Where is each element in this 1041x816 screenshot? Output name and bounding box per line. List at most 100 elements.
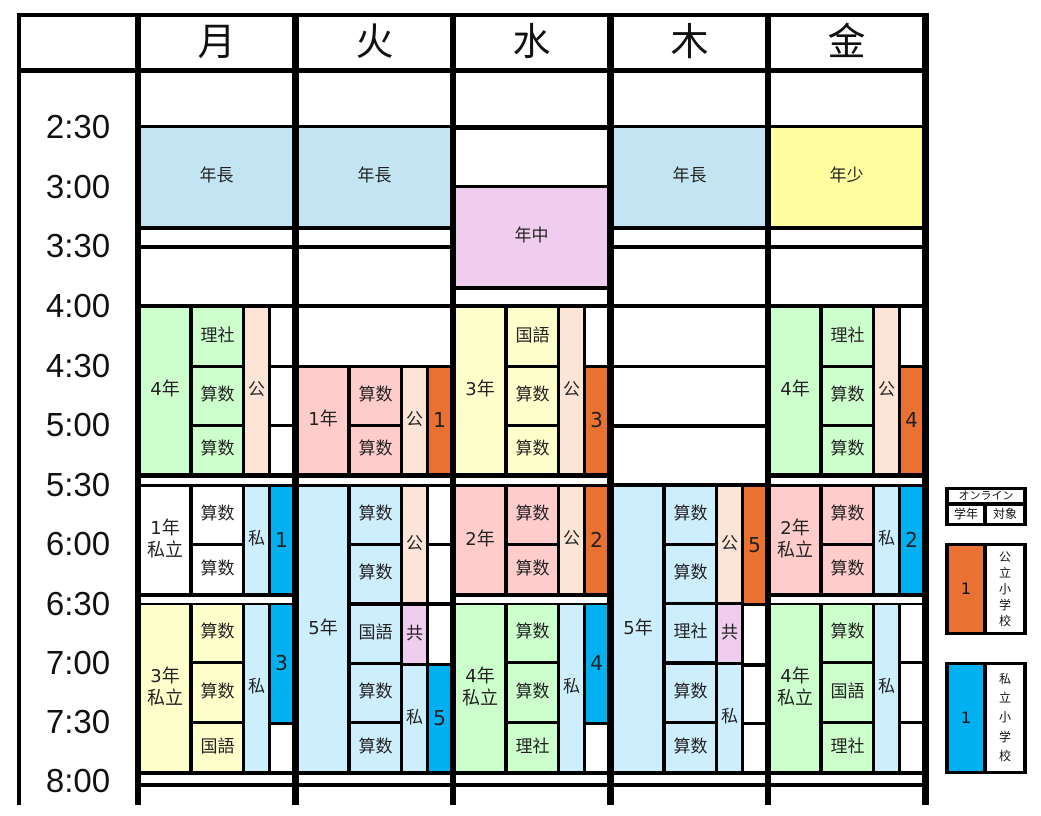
time-label: 6:30 [45,585,111,622]
school-type-shared: 共 [403,606,426,663]
empty-slot [141,230,292,245]
grade-label: 5年 [614,487,662,771]
legend-public-sample: 1 [949,546,983,632]
subject-cell: 算数 [666,546,715,602]
subject-cell: 算数 [351,427,400,473]
empty-slot [614,775,765,783]
online-empty [901,724,922,771]
kindergarten-class: 年長 [141,128,292,226]
empty-slot [299,775,450,783]
subject-cell: 算数 [351,368,400,424]
subject-cell: 算数 [823,605,872,661]
school-type-private: 私 [245,487,268,593]
time-label: 5:30 [45,466,111,503]
subject-cell: 算数 [193,487,242,543]
break-row [299,478,450,484]
school-type-public: 公 [560,487,583,593]
subject-cell: 算数 [823,546,872,593]
online-empty [744,667,765,722]
empty-slot [614,787,765,805]
grade-label: 4年 [141,308,189,473]
online-empty [271,725,292,771]
day-header: 金 [771,17,922,68]
online-empty [901,605,922,661]
empty-slot [771,249,922,304]
empty-slot [456,775,607,783]
grade-label: 1年 私立 [141,487,189,593]
school-type-shared: 共 [718,605,741,662]
empty-slot [141,775,292,783]
empty-slot [614,428,765,483]
subject-cell: 算数 [193,368,242,424]
break-row [141,597,292,603]
online-public-grade: 1 [429,368,450,473]
empty-slot [771,230,922,245]
online-private-grade: 3 [271,605,292,722]
grade-label: 3年 私立 [141,605,189,771]
grade-label: 4年 [771,308,819,473]
school-type-public: 公 [403,487,426,602]
school-type-private: 私 [875,487,898,593]
time-label: 3:30 [45,227,111,264]
subject-cell: 理社 [508,724,557,771]
empty-slot [771,775,922,783]
online-empty [271,368,292,424]
online-empty [271,308,292,365]
time-label: 5:00 [45,406,111,443]
legend-public-school: 1 公 立 小 学 校 [945,543,1027,635]
grade-label: 2年 [456,487,504,593]
online-private-grade: 2 [901,487,922,593]
empty-slot [141,787,292,805]
time-label: 4:00 [45,287,111,324]
subject-cell: 算数 [508,427,557,473]
subject-cell: 算数 [508,368,557,424]
time-label: 7:30 [45,703,111,740]
school-type-public: 公 [875,308,898,473]
subject-cell: 理社 [193,308,242,365]
legend-online-label: オンライン [949,489,1023,502]
legend-target-label: 対象 [987,506,1023,523]
kindergarten-class: 年中 [456,188,607,286]
subject-cell: 理社 [823,308,872,365]
empty-slot [299,73,450,125]
empty-slot [456,130,607,185]
empty-slot [299,308,450,365]
subject-cell: 算数 [351,665,400,721]
subject-cell: 算数 [193,664,242,721]
empty-slot [299,249,450,304]
empty-slot [456,73,607,125]
empty-slot [771,73,922,125]
online-empty [429,546,450,602]
school-type-private: 私 [245,605,268,771]
subject-cell: 算数 [666,487,715,543]
subject-cell: 算数 [823,487,872,543]
grade-label: 5年 [299,487,347,771]
empty-slot [299,787,450,805]
online-empty [586,725,607,771]
online-empty [271,427,292,473]
legend-private-school: 1 私 立 小 学 校 [945,662,1027,774]
legend-grade-label: 学年 [949,506,983,523]
online-public-grade: 5 [744,487,765,603]
school-type-private: 私 [718,665,741,771]
online-private-grade: 4 [586,605,607,722]
time-label: 4:30 [45,347,111,384]
day-header: 木 [614,17,765,68]
break-row [141,478,292,484]
school-type-public: 公 [560,308,583,473]
day-header: 水 [456,17,607,68]
time-label: 8:00 [45,762,111,799]
online-empty [901,308,922,365]
subject-cell: 算数 [351,487,400,543]
legend-key: オンライン 学年 対象 [945,487,1027,526]
subject-cell: 算数 [193,427,242,473]
legend-private-sample: 1 [949,665,983,771]
subject-cell: 算数 [508,487,557,543]
kindergarten-class: 年長 [299,128,450,226]
online-empty [429,487,450,543]
break-row [771,478,922,484]
break-row [771,597,922,603]
online-empty [429,606,450,663]
grade-label: 1年 [299,368,347,473]
day-header: 火 [299,17,450,68]
